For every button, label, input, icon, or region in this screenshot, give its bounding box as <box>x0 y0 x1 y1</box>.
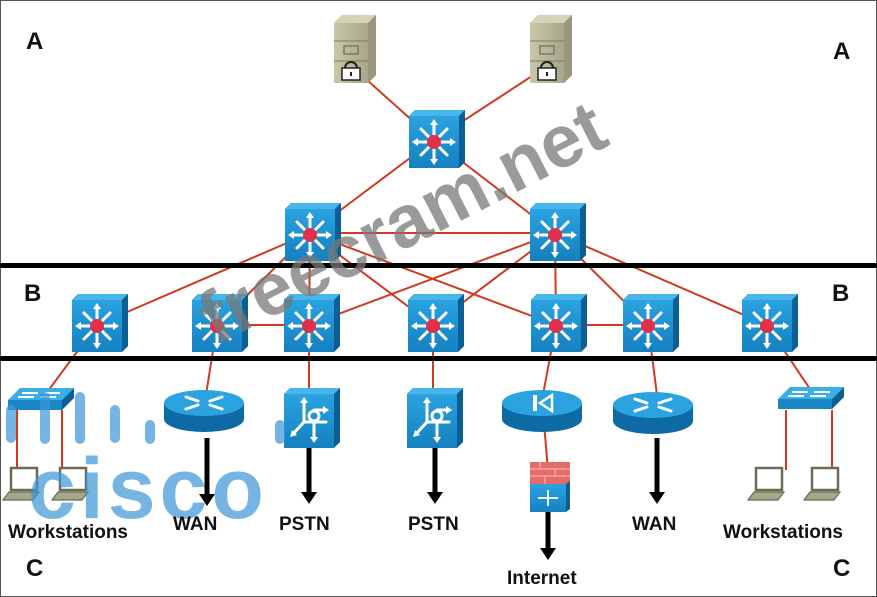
multilayer-switch-icon[interactable] <box>621 292 681 354</box>
firewall-icon[interactable] <box>530 462 570 512</box>
multilayer-switch-icon[interactable] <box>529 292 589 354</box>
arrowhead-icon <box>427 492 443 504</box>
laptop-icon[interactable] <box>746 466 786 502</box>
multilayer-switch-icon[interactable] <box>190 292 250 354</box>
label-internet: Internet <box>507 568 577 589</box>
secure-server-icon[interactable] <box>333 14 377 84</box>
label-wan-right: WAN <box>632 514 677 535</box>
label-workstations-left: Workstations <box>8 522 129 543</box>
tier-label-a-right: A <box>833 38 851 65</box>
multilayer-switch-icon[interactable] <box>528 201 588 263</box>
multilayer-switch-icon[interactable] <box>283 201 343 263</box>
label-wan-left: WAN <box>173 514 218 535</box>
outbound-arrows <box>204 438 660 552</box>
voice-gateway-icon[interactable] <box>405 386 465 450</box>
tier-divider-upper <box>0 263 877 268</box>
edge-router-icon[interactable] <box>502 390 582 432</box>
tier-label-a-left: A <box>26 28 44 55</box>
multilayer-switch-icon[interactable] <box>406 292 466 354</box>
label-pstn-left: PSTN <box>279 514 330 535</box>
laptop-icon[interactable] <box>50 466 90 502</box>
multilayer-switch-icon[interactable] <box>407 108 467 170</box>
arrowhead-icon <box>540 548 556 560</box>
tier-label-c-left: C <box>26 555 44 582</box>
link-core-right-dist-3 <box>308 232 556 326</box>
link-core-right-dist-7 <box>554 232 768 326</box>
workgroup-switch-icon[interactable] <box>777 386 845 410</box>
router-icon[interactable] <box>611 390 695 436</box>
link-core-left-dist-1 <box>96 232 311 326</box>
tier-divider-lower <box>0 356 877 361</box>
arrowhead-icon <box>199 494 215 506</box>
secure-server-icon[interactable] <box>529 14 573 84</box>
multilayer-switch-icon[interactable] <box>282 292 342 354</box>
arrowhead-icon <box>649 492 665 504</box>
laptop-icon[interactable] <box>802 466 842 502</box>
workgroup-switch-icon[interactable] <box>7 387 75 411</box>
arrowhead-icon <box>301 492 317 504</box>
multilayer-switch-icon[interactable] <box>70 292 130 354</box>
router-icon[interactable] <box>162 388 246 434</box>
laptop-icon[interactable] <box>1 466 41 502</box>
label-pstn-right: PSTN <box>408 514 459 535</box>
tier-label-b-left: B <box>24 280 42 307</box>
multilayer-switch-icon[interactable] <box>740 292 800 354</box>
voice-gateway-icon[interactable] <box>282 386 342 450</box>
tier-label-b-right: B <box>832 280 850 307</box>
tier-label-c-right: C <box>833 555 851 582</box>
label-workstations-right: Workstations <box>723 522 844 543</box>
